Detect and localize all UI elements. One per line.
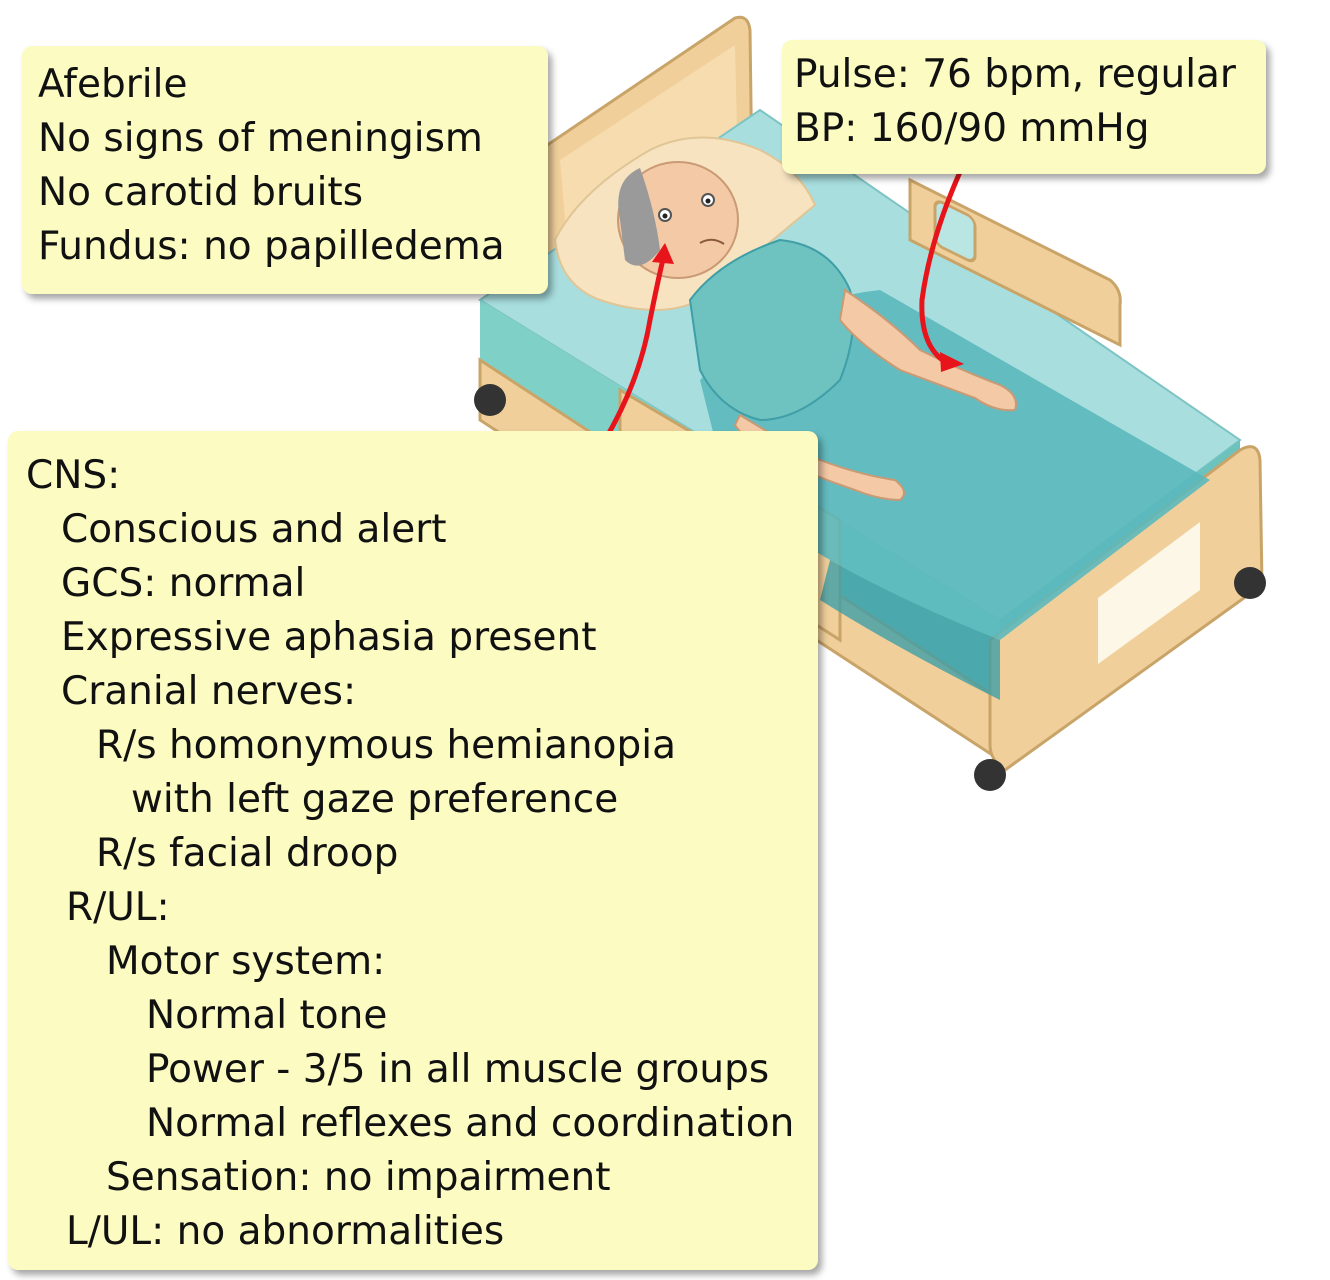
cns-aphasia: Expressive aphasia present	[61, 615, 597, 660]
motor-system-heading: Motor system:	[106, 939, 386, 984]
cranial-hemianopia: R/s homonymous hemianopia	[96, 723, 676, 768]
finding-afebrile: Afebrile	[38, 62, 188, 107]
right-upper-limb-heading: R/UL:	[66, 885, 170, 930]
motor-reflexes: Normal reflexes and coordination	[146, 1101, 795, 1146]
cns-heading: CNS:	[26, 453, 121, 498]
wheel	[474, 384, 506, 416]
finding-fundus: Fundus: no papilledema	[38, 224, 505, 269]
vitals-note: Pulse: 76 bpm, regular BP: 160/90 mmHg	[782, 40, 1266, 174]
general-findings-note: Afebrile No signs of meningism No caroti…	[22, 46, 548, 294]
cns-gcs: GCS: normal	[61, 561, 306, 606]
wheel	[1234, 567, 1266, 599]
arrow-to-arm	[919, 169, 963, 365]
vital-pulse: Pulse: 76 bpm, regular	[794, 52, 1236, 97]
motor-tone: Normal tone	[146, 993, 388, 1038]
arrow-to-head	[602, 252, 667, 443]
patient-head	[617, 161, 739, 279]
wheel	[974, 759, 1006, 791]
patient-arm-left	[838, 288, 1017, 412]
vital-bp: BP: 160/90 mmHg	[794, 106, 1150, 151]
finding-carotid-bruits: No carotid bruits	[38, 170, 364, 215]
cranial-facial-droop: R/s facial droop	[96, 831, 399, 876]
sensation: Sensation: no impairment	[106, 1155, 611, 1200]
motor-power: Power - 3/5 in all muscle groups	[146, 1047, 770, 1092]
cns-consciousness: Conscious and alert	[61, 507, 447, 552]
cranial-gaze-preference: with left gaze preference	[131, 777, 619, 822]
finding-meningism: No signs of meningism	[38, 116, 483, 161]
cns-examination-note: CNS: Conscious and alert GCS: normal Exp…	[8, 431, 818, 1270]
left-upper-limb: L/UL: no abnormalities	[66, 1209, 505, 1254]
cranial-nerves-heading: Cranial nerves:	[61, 669, 357, 714]
pointer-arrows	[602, 169, 964, 443]
